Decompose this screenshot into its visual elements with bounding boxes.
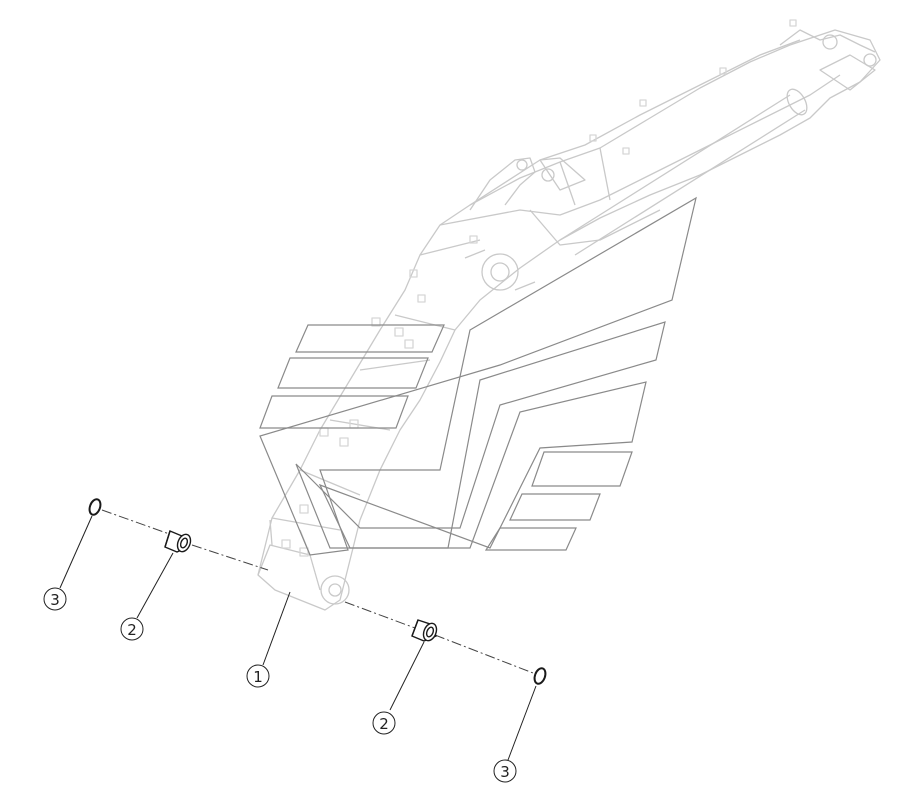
callout-number: 1 — [253, 668, 263, 686]
callout-number: 2 — [379, 715, 389, 733]
callout-number: 3 — [50, 591, 60, 609]
boom-assembly — [257, 19, 881, 611]
callout-seal-right: 3 — [493, 759, 517, 783]
boom-decal-stripes — [259, 196, 697, 556]
bushing-right — [411, 619, 438, 642]
seal-ring-left — [88, 498, 102, 516]
callout-number: 2 — [127, 621, 137, 639]
callout-boom: 1 — [246, 664, 270, 688]
bushing-left — [164, 530, 192, 553]
callout-seal-left: 3 — [43, 587, 67, 611]
leader-lines — [59, 515, 537, 761]
seal-ring-right — [533, 667, 547, 685]
callout-number: 3 — [500, 763, 510, 781]
callout-bushing-right: 2 — [372, 711, 396, 735]
pin-centerline — [101, 509, 534, 674]
callout-bushing-left: 2 — [120, 617, 144, 641]
